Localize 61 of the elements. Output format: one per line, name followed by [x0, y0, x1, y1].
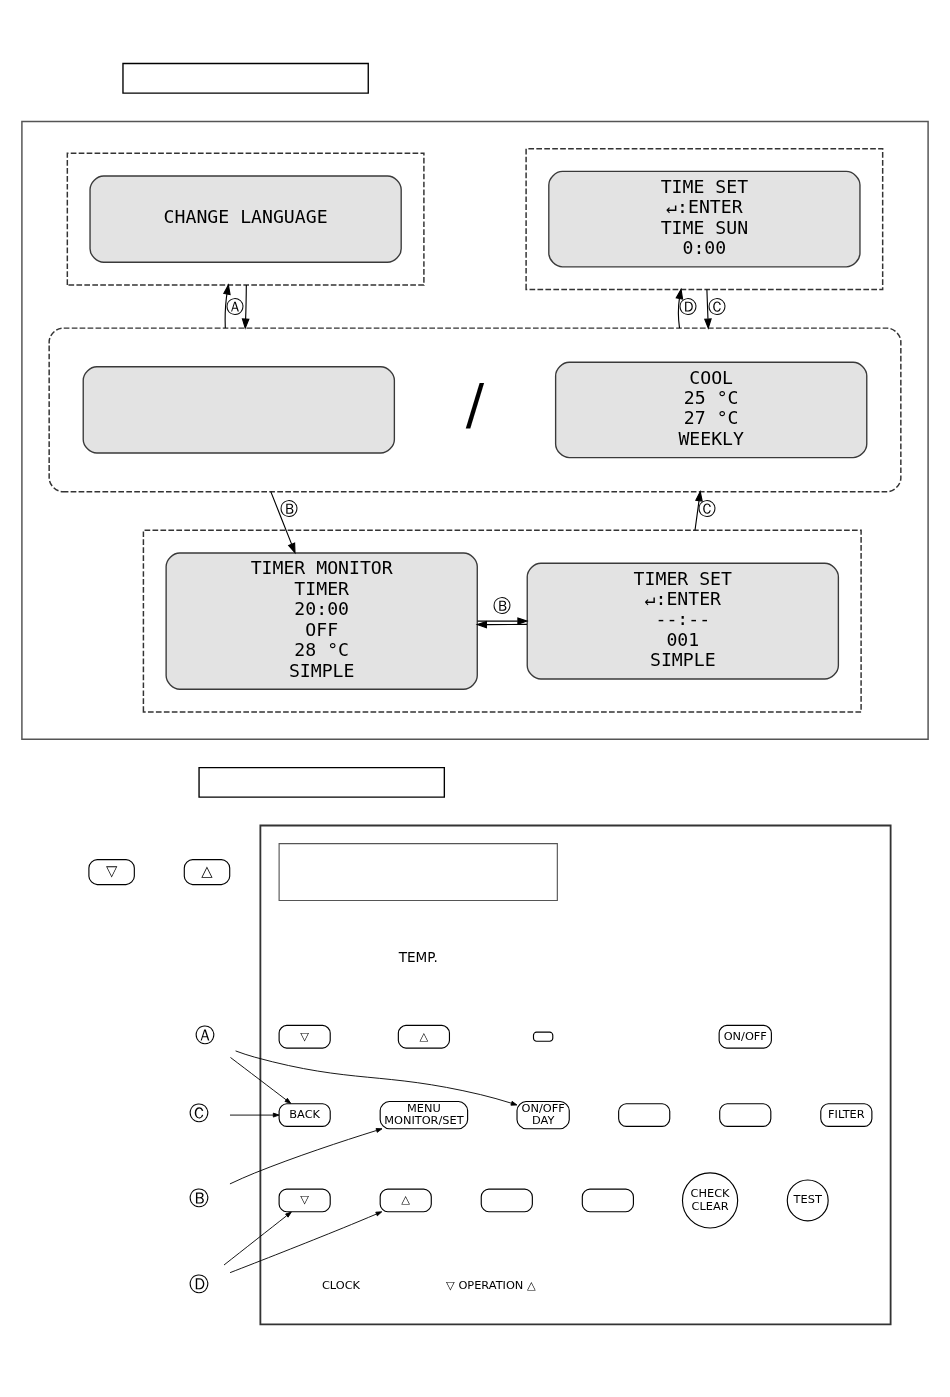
arrow [230, 1057, 292, 1104]
node-box: △ [379, 1188, 432, 1213]
edge-label: Ⓓ [679, 296, 698, 318]
arrow [475, 620, 528, 629]
cluster [48, 327, 902, 493]
label: ▽ OPERATION △ [446, 1277, 536, 1292]
node-box: TIMER SET ↵:ENTER --:-- 001 SIMPLE [526, 562, 840, 680]
node-box: CHANGE LANGUAGE [89, 175, 402, 263]
node-box: FILTER [820, 1103, 873, 1127]
edge-label: Ⓒ [707, 296, 726, 318]
label: TEMP. [398, 948, 438, 965]
cluster [259, 824, 892, 1326]
arrow [235, 1050, 518, 1106]
cluster [142, 529, 862, 713]
arrow [229, 1128, 383, 1185]
edge-label: Ⓑ [279, 498, 298, 520]
edge-label: Ⓐ [226, 296, 245, 318]
node-box: ▽ [278, 1024, 331, 1049]
node-box: MENU MONITOR/SET [379, 1100, 469, 1130]
node-box [480, 1188, 533, 1213]
cluster [21, 120, 929, 740]
node-text: Ⓓ [189, 1271, 210, 1296]
arrow [229, 1211, 383, 1274]
node-box: ▽ [278, 1188, 331, 1213]
edge-label: Ⓑ [493, 594, 512, 616]
node-box: ▽ [88, 859, 135, 886]
arrow [223, 1211, 292, 1266]
arrow [229, 1112, 280, 1118]
node-box [532, 1031, 554, 1042]
edge-label: Ⓒ [697, 498, 716, 520]
node-box: TIMER MONITOR TIMER 20:00 OFF 28 °C SIMPLE [165, 552, 478, 690]
node-circle: CHECK CLEAR [681, 1172, 739, 1229]
node-box [198, 766, 445, 798]
node-box: △ [183, 859, 231, 886]
arrow [270, 491, 296, 555]
cluster [525, 147, 884, 291]
node-box [581, 1188, 634, 1213]
node-box: TIME SET ↵:ENTER TIME SUN 0:00 [548, 170, 861, 268]
node-text: Ⓒ [189, 1101, 210, 1126]
arrow [476, 617, 529, 626]
node-text: Ⓑ [189, 1186, 210, 1211]
node-box [122, 62, 369, 94]
arrow [694, 489, 703, 531]
label: / [465, 372, 485, 437]
node-box: ON/OFF [718, 1024, 772, 1049]
arrow [241, 284, 250, 330]
node-text: Ⓐ [194, 1022, 215, 1047]
node-box [82, 366, 396, 454]
arrow [675, 287, 684, 329]
cluster [66, 152, 425, 286]
node-box: ON/OFF DAY [516, 1100, 570, 1130]
node-box [618, 1103, 671, 1127]
node-circle: TEST [786, 1179, 829, 1222]
node-box: BACK [278, 1103, 331, 1127]
arrow [222, 283, 231, 329]
node-box: △ [397, 1024, 450, 1049]
node-box: COOL 25 °C 27 °C WEEKLY [554, 361, 868, 459]
node-box [719, 1103, 772, 1127]
node-box [278, 843, 558, 902]
arrow [703, 288, 712, 330]
label: CLOCK [321, 1277, 361, 1292]
